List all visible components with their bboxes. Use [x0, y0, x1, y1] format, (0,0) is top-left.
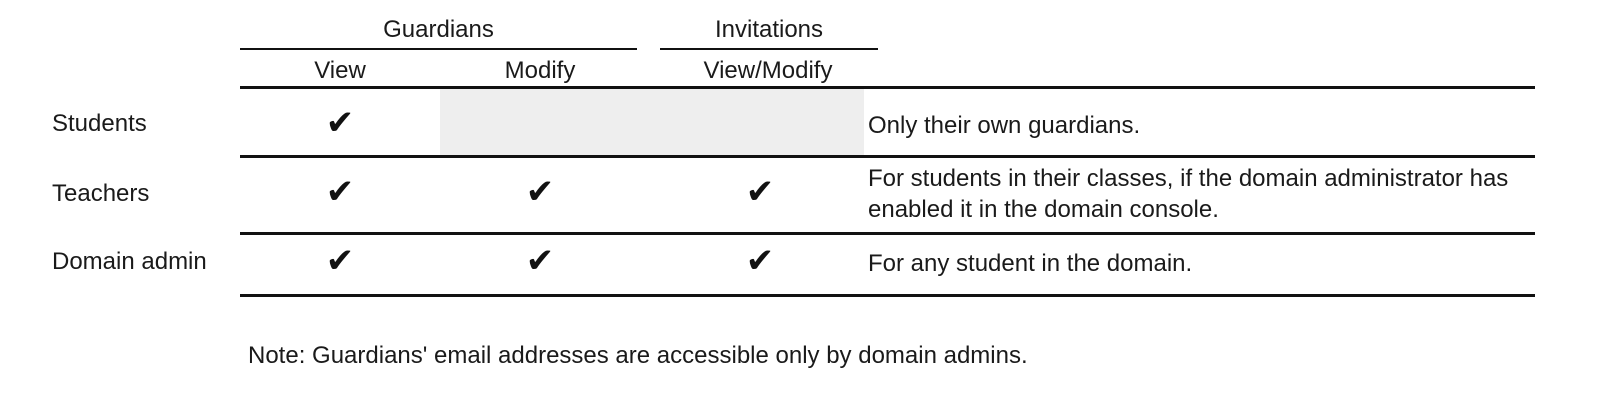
- table-rule-header-bottom: [240, 86, 1535, 89]
- table-rule-bottom: [240, 294, 1535, 297]
- column-header-invitations-view-modify: View/Modify: [703, 57, 833, 84]
- cell-shaded-students-modify-invitations: [440, 89, 864, 155]
- column-header-guardians-view: View: [314, 57, 366, 84]
- row-label-students: Students: [52, 110, 147, 137]
- group-rule-invitations: [660, 48, 878, 50]
- row-label-teachers: Teachers: [52, 180, 150, 207]
- column-header-guardians-modify: Modify: [504, 57, 576, 84]
- table-rule-after-teachers: [240, 232, 1535, 235]
- check-icon-domain-admin-invitations-view-modify: ✔: [745, 241, 775, 281]
- check-icon-teachers-guardians-modify: ✔: [525, 172, 555, 212]
- check-icon-teachers-guardians-view: ✔: [325, 172, 355, 212]
- row-note-students: Only their own guardians.: [868, 112, 1141, 139]
- table-rule-after-students: [240, 155, 1535, 158]
- column-group-invitations: Invitations: [714, 16, 824, 43]
- footnote-text: Note: Guardians' email addresses are acc…: [248, 342, 1028, 369]
- row-note-domain-admin: For any student in the domain.: [868, 250, 1193, 277]
- row-label-domain-admin: Domain admin: [52, 248, 207, 275]
- row-note-teachers: For students in their classes, if the do…: [868, 165, 1509, 223]
- column-group-guardians: Guardians: [383, 16, 494, 43]
- group-rule-guardians: [240, 48, 637, 50]
- check-icon-domain-admin-guardians-modify: ✔: [525, 241, 555, 281]
- check-icon-domain-admin-guardians-view: ✔: [325, 241, 355, 281]
- check-icon-students-guardians-view: ✔: [325, 103, 355, 143]
- check-icon-teachers-invitations-view-modify: ✔: [745, 172, 775, 212]
